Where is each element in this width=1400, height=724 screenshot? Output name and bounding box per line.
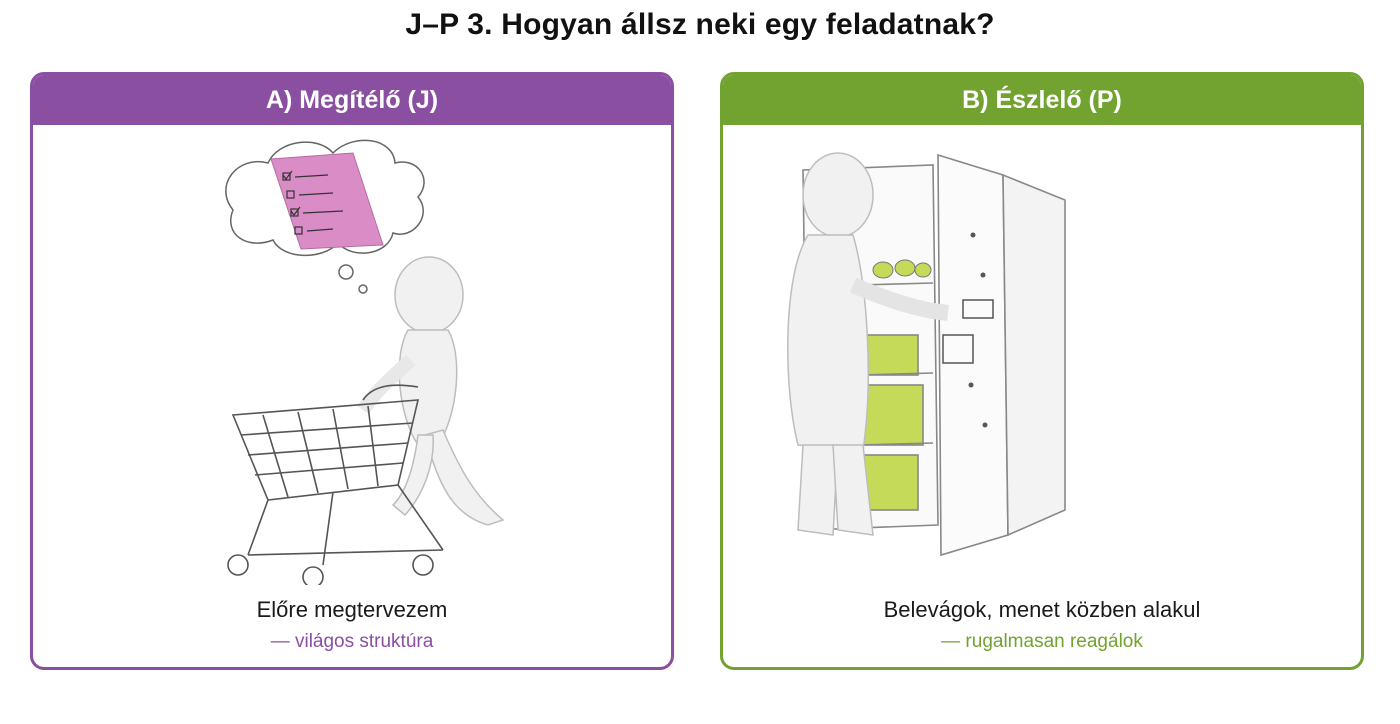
figure-icon — [787, 152, 949, 536]
card-header-perceiving: B) Észlelő (P) — [723, 75, 1361, 125]
page-title: J–P 3. Hogyan állsz neki egy feladatnak? — [405, 8, 995, 41]
caption-perceiving: Belevágok, menet közben alakul — [883, 597, 1201, 622]
subcaption-perceiving: — rugalmasan reagálok — [941, 631, 1143, 652]
fridge-figure-icon — [787, 152, 1066, 557]
figure-icon — [357, 256, 505, 526]
subcaption-judging: — világos struktúra — [270, 631, 434, 652]
cart-icon — [227, 384, 444, 585]
card-header-judging: A) Megítélő (J) — [33, 75, 671, 125]
card-judging: A) Megítélő (J) — [30, 72, 674, 670]
caption-judging: Előre megtervezem — [256, 597, 448, 622]
checklist-note-icon — [270, 152, 384, 250]
shopping-cart-figure-icon — [225, 139, 505, 585]
card-perceiving: B) Észlelő (P) — [720, 72, 1364, 670]
